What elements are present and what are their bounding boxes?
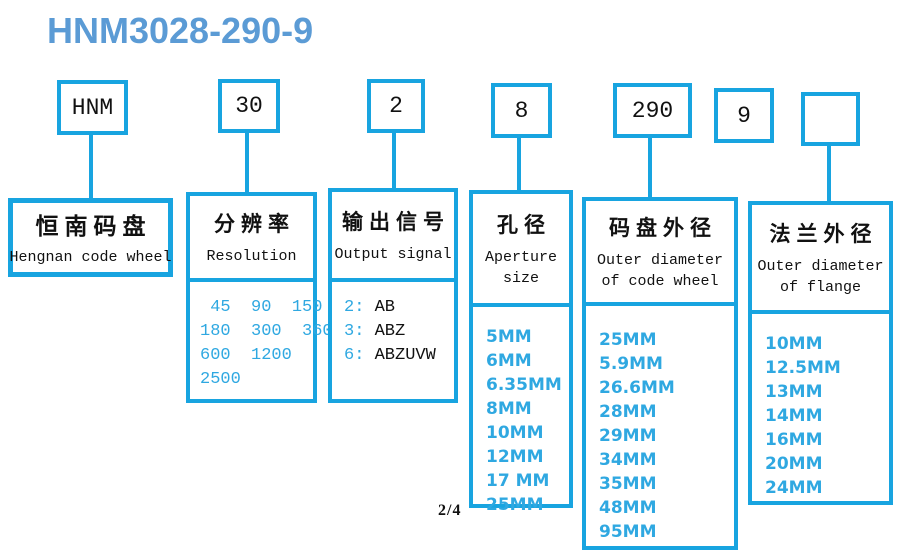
flange-od-value: 10MM bbox=[765, 334, 823, 354]
segment-flange-od-title-zh: 法兰外径 bbox=[769, 220, 878, 246]
segment-flange-od: 法兰外径 Outer diameter of flange 10MM 12.5M… bbox=[748, 201, 893, 505]
segment-flange-od-header: 法兰外径 Outer diameter of flange bbox=[752, 205, 889, 310]
code-wheel-od-value: 48MM bbox=[599, 498, 657, 518]
flange-od-value: 12.5MM bbox=[765, 358, 841, 378]
segment-aperture-title-en-line2: size bbox=[502, 269, 539, 287]
page-number: 2/4 bbox=[438, 502, 462, 519]
aperture-value: 10MM bbox=[486, 423, 544, 443]
aperture-value: 5MM bbox=[486, 327, 532, 347]
flange-od-value: 13MM bbox=[765, 382, 823, 402]
segment-aperture-values: 5MM 6MM 6.35MM 8MM 10MM 12MM 17 MM 25MM bbox=[473, 303, 569, 517]
segment-output-signal-values: 2: AB 3: ABZ 6: ABZUVW bbox=[332, 278, 454, 399]
segment-resolution: 分辨率 Resolution 45 90 150 180 300 360 600… bbox=[186, 192, 333, 403]
flange-od-value: 20MM bbox=[765, 454, 823, 474]
code-box-output-signal-label: 2 bbox=[389, 93, 403, 119]
segment-flange-od-values: 10MM 12.5MM 13MM 14MM 16MM 20MM 24MM bbox=[752, 310, 889, 501]
segment-resolution-values: 45 90 150 180 300 360 600 1200 2500 bbox=[190, 278, 333, 399]
output-signal-option-code: 3: bbox=[344, 322, 375, 341]
aperture-value: 12MM bbox=[486, 447, 544, 467]
page-title: HNM3028-290-9 bbox=[47, 10, 314, 51]
segment-brand-title-zh: 恒南码盘 bbox=[35, 213, 152, 240]
output-signal-option: 2: AB bbox=[344, 296, 454, 320]
output-signal-option: 6: ABZUVW bbox=[344, 344, 454, 368]
resolution-values-row: 180 300 360 bbox=[200, 322, 333, 341]
code-box-resolution: 30 bbox=[218, 79, 280, 133]
flange-od-value: 14MM bbox=[765, 406, 823, 426]
code-box-flange-od: 9 bbox=[714, 88, 774, 143]
resolution-values-row: 600 1200 bbox=[200, 346, 292, 365]
resolution-values-row: 45 90 150 bbox=[200, 298, 323, 317]
code-box-flange-od-label: 9 bbox=[737, 102, 751, 129]
connector-line-output-signal bbox=[392, 132, 396, 189]
output-signal-option-value: AB bbox=[374, 298, 396, 317]
connector-line-flange-od bbox=[827, 145, 831, 202]
segment-flange-od-title-en-line1: Outer diameter bbox=[757, 257, 884, 275]
segment-code-wheel-od-title-zh: 码盘外径 bbox=[609, 214, 717, 240]
segment-resolution-title-en: Resolution bbox=[206, 247, 297, 265]
connector-line-aperture bbox=[517, 137, 521, 191]
output-signal-option-code: 2: bbox=[344, 298, 375, 317]
code-box-output-signal: 2 bbox=[367, 79, 425, 133]
code-box-code-wheel-od: 290 bbox=[613, 83, 692, 138]
output-signal-option-value: ABZ bbox=[374, 322, 406, 341]
code-wheel-od-value: 5.9MM bbox=[599, 354, 663, 374]
segment-brand-title-en: Hengnan code wheel bbox=[9, 249, 172, 266]
aperture-value: 6MM bbox=[486, 351, 532, 371]
segment-output-signal-title-zh: 输出信号 bbox=[342, 208, 450, 234]
segment-output-signal-title-en: Output signal bbox=[334, 245, 452, 263]
connector-line-code-wheel-od bbox=[648, 137, 652, 198]
segment-brand: 恒南码盘 Hengnan code wheel bbox=[8, 198, 173, 277]
segment-code-wheel-od-values: 25MM 5.9MM 26.6MM 28MM 29MM 34MM 35MM 48… bbox=[586, 302, 734, 546]
resolution-values-row: 2500 bbox=[200, 370, 241, 389]
segment-aperture: 孔径 Aperture size 5MM 6MM 6.35MM 8MM 10MM… bbox=[469, 190, 573, 515]
segment-aperture-title-zh: 孔径 bbox=[497, 211, 551, 237]
connector-line-resolution bbox=[245, 132, 249, 193]
aperture-value: 17 MM bbox=[486, 471, 550, 491]
code-box-code-wheel-od-label: 290 bbox=[631, 97, 674, 124]
code-wheel-od-value: 34MM bbox=[599, 450, 657, 470]
code-box-resolution-label: 30 bbox=[235, 93, 263, 119]
segment-code-wheel-od-title-en: Outer diameter of code wheel bbox=[597, 250, 723, 292]
segment-code-wheel-od-header: 码盘外径 Outer diameter of code wheel bbox=[586, 201, 734, 302]
segment-aperture-title-en-line1: Aperture bbox=[484, 248, 557, 266]
code-box-aperture: 8 bbox=[491, 83, 552, 138]
segment-flange-od-title-en: Outer diameter of flange bbox=[757, 256, 883, 298]
aperture-value: 6.35MM bbox=[486, 375, 562, 395]
segment-output-signal: 输出信号 Output signal 2: AB 3: ABZ 6: ABZUV… bbox=[328, 188, 458, 403]
segment-code-wheel-od-title-en-line2: of code wheel bbox=[601, 272, 719, 290]
code-wheel-od-value: 29MM bbox=[599, 426, 657, 446]
code-wheel-od-value: 28MM bbox=[599, 402, 657, 422]
output-signal-option: 3: ABZ bbox=[344, 320, 454, 344]
segment-resolution-header: 分辨率 Resolution bbox=[190, 196, 313, 278]
segment-code-wheel-od-title-en-line1: Outer diameter bbox=[596, 251, 724, 269]
code-box-blank bbox=[801, 92, 860, 146]
segment-aperture-header: 孔径 Aperture size bbox=[473, 194, 569, 303]
flange-od-value: 16MM bbox=[765, 430, 823, 450]
output-signal-option-value: ABZUVW bbox=[374, 346, 436, 365]
flange-od-value: 24MM bbox=[765, 478, 823, 498]
segment-code-wheel-od: 码盘外径 Outer diameter of code wheel 25MM 5… bbox=[582, 197, 738, 550]
segment-flange-od-title-en-line2: of flange bbox=[779, 278, 861, 296]
segment-brand-header: 恒南码盘 Hengnan code wheel bbox=[9, 203, 171, 272]
code-box-hnm-label: HNM bbox=[71, 94, 114, 121]
code-wheel-od-value: 25MM bbox=[599, 330, 657, 350]
segment-output-signal-header: 输出信号 Output signal bbox=[332, 192, 454, 278]
segment-resolution-title-zh: 分辨率 bbox=[214, 210, 295, 236]
connector-line-hnm bbox=[89, 134, 93, 199]
output-signal-option-code: 6: bbox=[344, 346, 375, 365]
code-box-aperture-label: 8 bbox=[514, 97, 529, 124]
code-wheel-od-value: 95MM bbox=[599, 522, 657, 542]
code-wheel-od-value: 26.6MM bbox=[599, 378, 675, 398]
aperture-value: 25MM bbox=[486, 495, 544, 515]
segment-aperture-title-en: Aperture size bbox=[485, 247, 557, 289]
code-wheel-od-value: 35MM bbox=[599, 474, 657, 494]
code-box-hnm: HNM bbox=[57, 80, 128, 135]
aperture-value: 8MM bbox=[486, 399, 532, 419]
